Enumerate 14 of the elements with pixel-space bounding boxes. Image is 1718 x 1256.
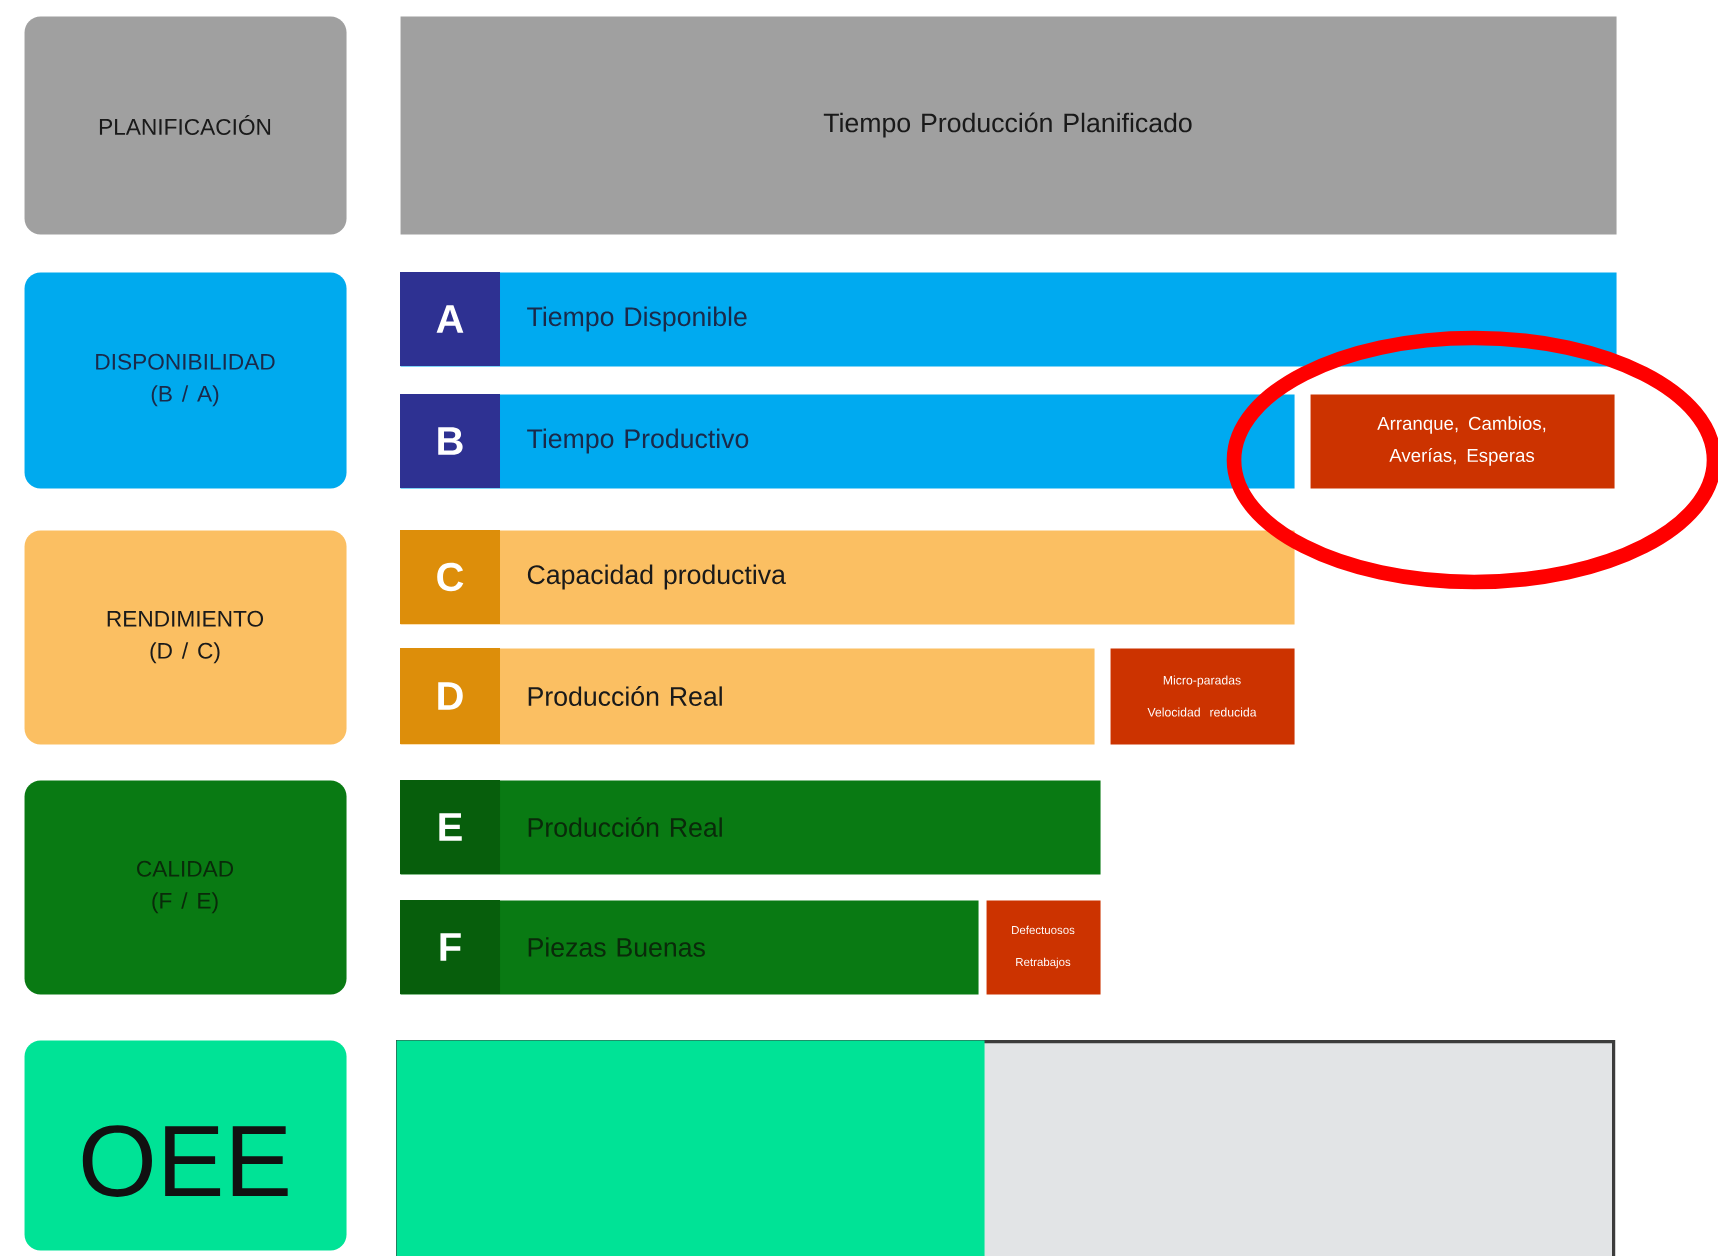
category-box: RENDIMIENTO (D / C) (24, 530, 347, 745)
category-box: DISPONIBILIDAD (B / A) (24, 272, 347, 489)
time-bar: B Tiempo Productivo (400, 394, 1295, 489)
category-box: PLANIFICACIÓN (24, 16, 347, 235)
time-bar: E Producción Real (400, 780, 1101, 875)
time-bar: F Piezas Buenas (400, 900, 979, 995)
category-box: CALIDAD (F / E) (24, 780, 347, 995)
time-bar: Tiempo Producción Planificado (400, 16, 1617, 235)
time-bar: D Producción Real (400, 648, 1095, 745)
time-bar: A Tiempo Disponible (400, 272, 1617, 367)
time-bar: C Capacidad productiva (400, 530, 1295, 625)
oee-box: OEE (24, 1040, 347, 1251)
loss-box: Arranque, Cambios, Averías, Esperas (1310, 394, 1615, 489)
oee-fill (396, 1040, 985, 1256)
